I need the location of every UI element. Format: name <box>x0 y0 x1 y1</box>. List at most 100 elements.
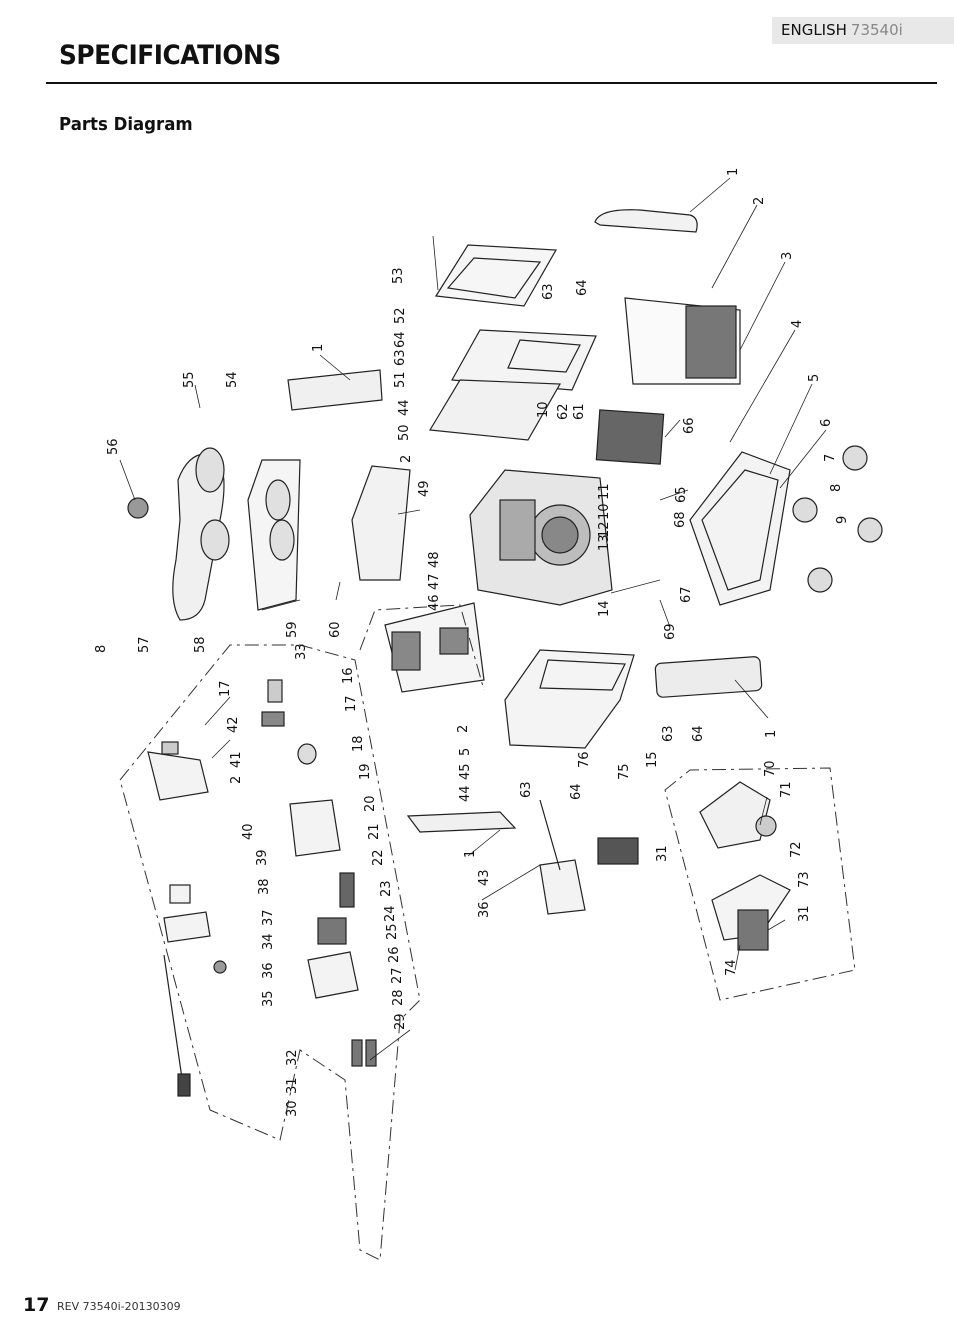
callout: 50 <box>397 424 412 441</box>
callout: 46 <box>427 594 442 611</box>
callout: 1 <box>764 730 779 738</box>
callout: 9 <box>835 516 850 524</box>
callout: 17 <box>344 695 359 712</box>
callout: 64 <box>575 279 590 296</box>
section-title: Parts Diagram <box>59 114 193 135</box>
callout: 48 <box>427 551 442 568</box>
callout: 26 <box>387 946 402 963</box>
callout: 75 <box>617 763 632 780</box>
callout: 3 <box>780 252 795 260</box>
group-outlines <box>119 604 856 1261</box>
callout: 58 <box>193 636 208 653</box>
callout: 49 <box>417 480 432 497</box>
callout: 33 <box>294 643 309 660</box>
diagram-parts <box>127 209 883 1097</box>
callout: 18 <box>351 735 366 752</box>
callout: 72 <box>789 841 804 858</box>
revision-label: REV 73540i-20130309 <box>57 1300 181 1313</box>
callout: 31 <box>655 845 670 862</box>
callout: 7 <box>823 454 838 462</box>
callout: 10 <box>597 503 612 520</box>
callout: 17 <box>218 680 233 697</box>
callout: 2 <box>229 776 244 784</box>
callout: 25 <box>385 923 400 940</box>
callout: 51 <box>393 371 408 388</box>
callout: 10 <box>536 401 551 418</box>
callout: 2 <box>456 725 471 733</box>
callout: 55 <box>182 371 197 388</box>
callout: 24 <box>383 905 398 922</box>
callout: 1 <box>311 344 326 352</box>
callout: 59 <box>285 621 300 638</box>
callout: 74 <box>724 959 739 976</box>
callout: 42 <box>226 716 241 733</box>
callout: 32 <box>285 1049 300 1066</box>
callout: 23 <box>379 880 394 897</box>
callout: 52 <box>393 307 408 324</box>
callout: 67 <box>679 586 694 603</box>
callout: 62 <box>556 403 571 420</box>
callout: 63 <box>661 725 676 742</box>
callout: 45 <box>458 763 473 780</box>
callout: 15 <box>645 751 660 768</box>
title-divider <box>46 82 937 84</box>
callout: 30 <box>285 1100 300 1117</box>
callout: 56 <box>106 438 121 455</box>
callout: 28 <box>391 989 406 1006</box>
callout: 76 <box>577 751 592 768</box>
callout: 34 <box>261 933 276 950</box>
callout: 60 <box>328 621 343 638</box>
callout: 5 <box>458 748 473 756</box>
callout: 68 <box>673 511 688 528</box>
model-number: 73540i <box>850 21 903 39</box>
callout: 13 <box>597 534 612 551</box>
callout: 8 <box>829 484 844 492</box>
callout-labels: 1 2 3 4 5 6 7 8 9 53 52 64 63 51 44 50 2… <box>94 168 850 1117</box>
callout: 61 <box>572 403 587 420</box>
callout: 1 <box>726 168 741 176</box>
callout: 35 <box>261 990 276 1007</box>
callout: 31 <box>797 905 812 922</box>
callout: 2 <box>752 197 767 205</box>
callout: 38 <box>257 878 272 895</box>
callout: 71 <box>779 781 794 798</box>
callout: 39 <box>255 849 270 866</box>
leader-lines <box>119 177 827 1061</box>
callout: 40 <box>241 823 256 840</box>
callout: 19 <box>358 763 373 780</box>
page-title: SPECIFICATIONS <box>59 40 281 71</box>
callout: 54 <box>225 371 240 388</box>
callout: 14 <box>597 600 612 617</box>
callout: 44 <box>397 399 412 416</box>
callout: 43 <box>477 869 492 886</box>
callout: 29 <box>393 1013 408 1030</box>
callout: 22 <box>371 849 386 866</box>
callout: 12 <box>597 521 612 538</box>
callout: 65 <box>674 486 689 503</box>
callout: 70 <box>763 760 778 777</box>
callout: 36 <box>477 901 492 918</box>
callout: 63 <box>541 283 556 300</box>
callout: 57 <box>137 636 152 653</box>
callout: 63 <box>519 781 534 798</box>
callout: 20 <box>363 795 378 812</box>
callout: 21 <box>367 823 382 840</box>
callout: 2 <box>399 455 414 463</box>
callout: 47 <box>427 573 442 590</box>
callout: 66 <box>682 417 697 434</box>
callout: 27 <box>390 967 405 984</box>
callout: 4 <box>790 320 805 328</box>
callout: 5 <box>807 374 822 382</box>
callout: 1 <box>463 850 478 858</box>
callout: 69 <box>663 623 678 640</box>
callout: 6 <box>819 419 834 427</box>
language-label: ENGLISH <box>781 21 847 39</box>
callout: 8 <box>94 645 109 653</box>
callout: 64 <box>691 725 706 742</box>
callout: 11 <box>597 483 612 500</box>
callout: 64 <box>393 331 408 348</box>
callout: 53 <box>391 267 406 284</box>
callout: 41 <box>229 751 244 768</box>
